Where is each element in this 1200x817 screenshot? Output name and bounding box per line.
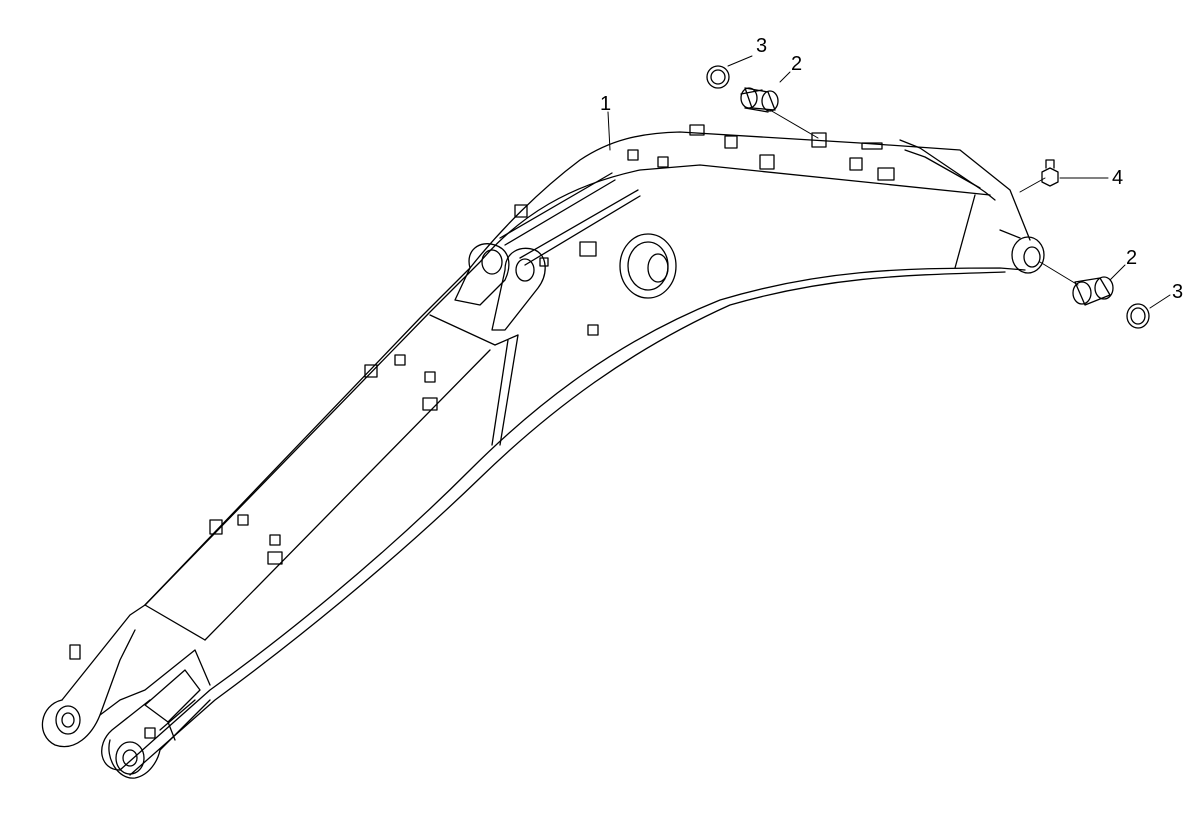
leader-lines xyxy=(607,55,1171,309)
callout-2-upper: 2 xyxy=(791,53,803,75)
ring-3-upper xyxy=(706,65,730,89)
ring-3-lower xyxy=(1126,303,1150,329)
callout-1: 1 xyxy=(600,93,612,115)
bushing-2-lower xyxy=(1072,276,1114,306)
callout-4: 4 xyxy=(1112,167,1124,189)
callout-3-lower: 3 xyxy=(1172,281,1184,303)
fitting-4 xyxy=(1041,159,1059,187)
callout-2-lower: 2 xyxy=(1126,247,1138,269)
callout-3-upper: 3 xyxy=(756,35,768,57)
boom-body xyxy=(41,124,1045,779)
bushing-2-upper xyxy=(740,87,779,113)
